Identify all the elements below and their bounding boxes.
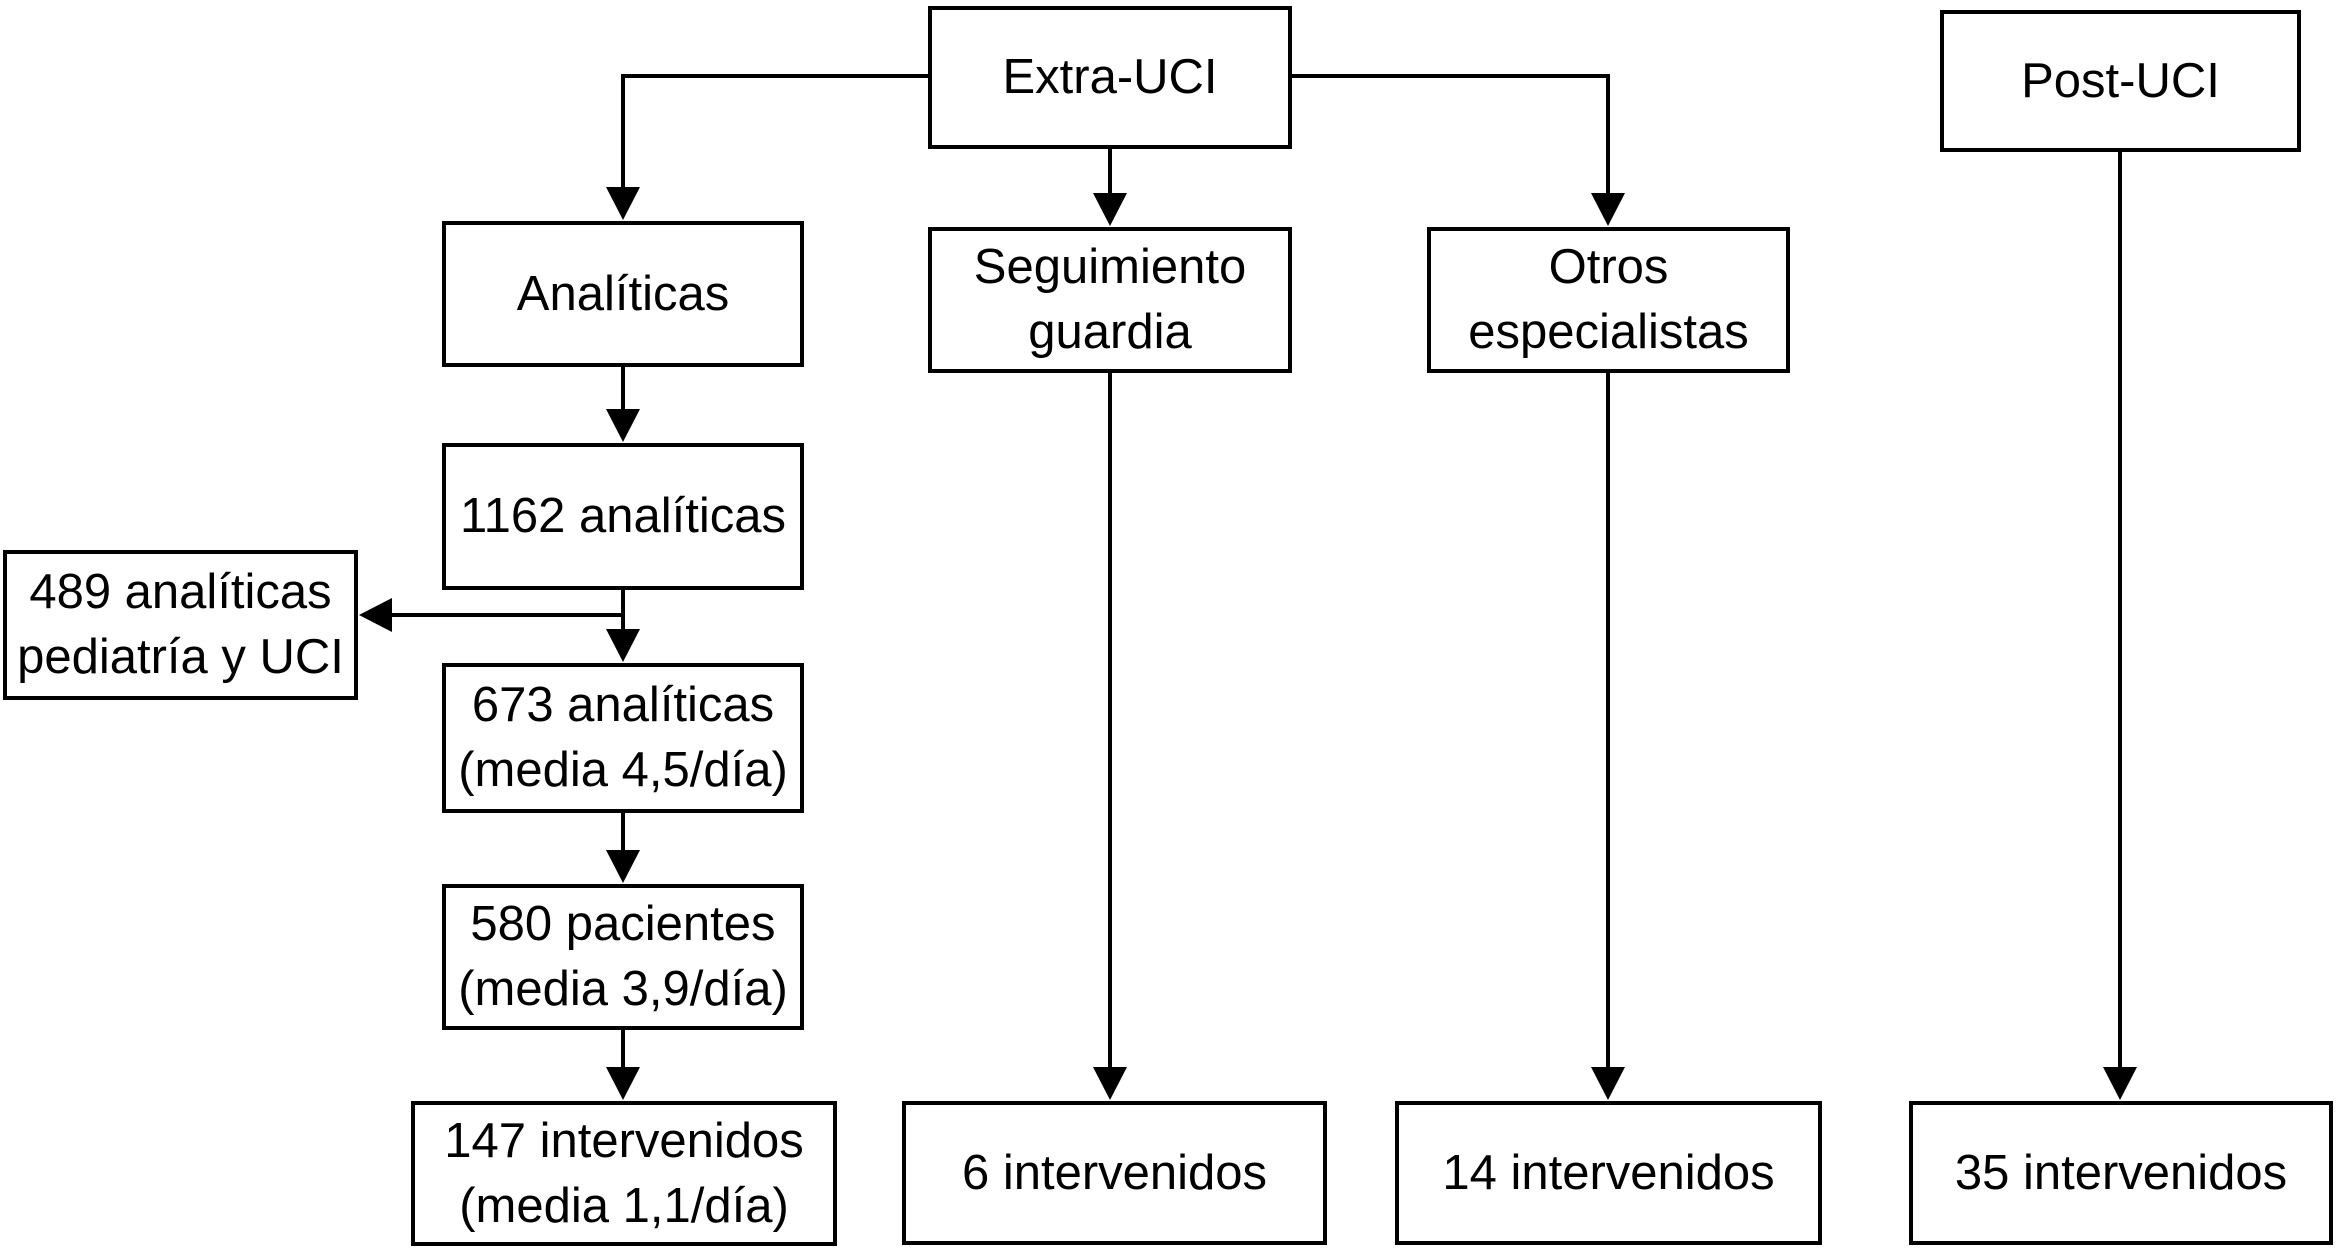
node-1162-analiticas: 1162 analíticas xyxy=(442,443,804,590)
node-14-intervenidos: 14 intervenidos xyxy=(1395,1101,1822,1245)
node-14-intervenidos-label: 14 intervenidos xyxy=(1442,1145,1775,1200)
node-otros-especialistas-label: Otros especialistas xyxy=(1468,240,1749,359)
arrowhead-to-580-icon xyxy=(606,850,640,883)
arrowhead-to-147-icon xyxy=(606,1067,640,1100)
node-489-analiticas-pediatria-uci: 489 analíticas pediatría y UCI xyxy=(3,550,358,700)
node-35-intervenidos-label: 35 intervenidos xyxy=(1954,1145,2288,1200)
node-analiticas: Analíticas xyxy=(442,221,804,367)
arrowhead-to-otros-icon xyxy=(1591,193,1625,226)
arrowhead-to-489-icon xyxy=(359,598,392,632)
node-seguimiento-guardia-label: Seguimiento guardia xyxy=(973,240,1247,359)
arrowhead-to-analiticas-icon xyxy=(606,187,640,220)
node-6-intervenidos-label: 6 intervenidos xyxy=(961,1145,1268,1200)
node-seguimiento-guardia: Seguimiento guardia xyxy=(928,227,1292,373)
node-673-analiticas: 673 analíticas (media 4,5/día) xyxy=(442,663,804,813)
arrowhead-to-14-icon xyxy=(1591,1067,1625,1100)
node-147-intervenidos: 147 intervenidos (media 1,1/día) xyxy=(411,1101,837,1246)
node-489-analiticas-label: 489 analíticas pediatría y UCI xyxy=(17,565,344,684)
node-analiticas-label: Analíticas xyxy=(516,266,730,321)
node-extra-uci-label: Extra-UCI xyxy=(1002,50,1218,105)
node-580-pacientes: 580 pacientes (media 3,9/día) xyxy=(442,884,804,1030)
edge-extra-uci-to-analiticas xyxy=(621,74,928,191)
node-extra-uci: Extra-UCI xyxy=(928,6,1292,149)
node-673-analiticas-label: 673 analíticas (media 4,5/día) xyxy=(458,678,788,797)
arrowhead-to-6-icon xyxy=(1093,1067,1127,1100)
node-35-intervenidos: 35 intervenidos xyxy=(1909,1101,2333,1245)
arrowhead-to-seguimiento-icon xyxy=(1093,193,1127,226)
node-147-intervenidos-label: 147 intervenidos (media 1,1/día) xyxy=(444,1113,804,1233)
arrowhead-to-1162-icon xyxy=(606,409,640,442)
edge-extra-uci-to-otros xyxy=(1292,74,1610,197)
arrowhead-to-673-icon xyxy=(606,629,640,662)
node-580-pacientes-label: 580 pacientes (media 3,9/día) xyxy=(458,897,788,1016)
arrowhead-to-35-icon xyxy=(2103,1067,2137,1100)
node-post-uci-label: Post-UCI xyxy=(2021,53,2220,108)
node-6-intervenidos: 6 intervenidos xyxy=(902,1101,1327,1245)
node-post-uci: Post-UCI xyxy=(1940,10,2301,152)
node-otros-especialistas: Otros especialistas xyxy=(1427,227,1790,373)
node-1162-analiticas-label: 1162 analíticas xyxy=(460,489,786,544)
